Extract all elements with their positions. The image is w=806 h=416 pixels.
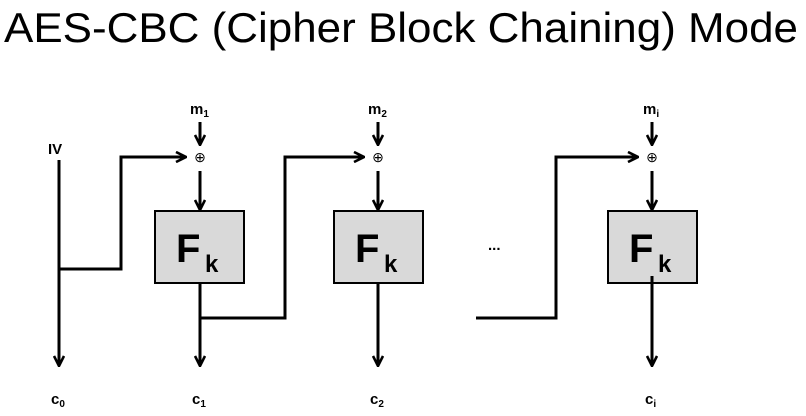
iv-label: IV (48, 141, 62, 158)
block2-func: F (355, 227, 379, 271)
c1-to-xor2-arrow (200, 157, 364, 320)
m2-label: m2 (368, 101, 387, 120)
xor-2-icon: ⊕ (372, 149, 384, 165)
ci-label: ci (645, 391, 656, 410)
blocki-func-sub: k (658, 251, 672, 278)
xor-1-icon: ⊕ (194, 149, 206, 165)
ellipsis: ... (488, 237, 501, 254)
c0-label: c0 (51, 391, 65, 410)
c2-label: c2 (370, 391, 384, 410)
blocki-func: F (629, 227, 653, 271)
iv-to-xor1-arrow (59, 157, 186, 271)
block1-func-sub: k (205, 251, 219, 278)
block2-func-sub: k (384, 251, 398, 278)
c1-label: c1 (192, 391, 206, 410)
block1-func: F (176, 227, 200, 271)
m1-label: m1 (190, 101, 209, 120)
block-1 (154, 210, 245, 284)
block-2 (333, 210, 424, 284)
diagram-title: AES-CBC (Cipher Block Chaining) Mode (4, 4, 798, 51)
prev-to-xori-arrow (476, 157, 638, 320)
mi-label: mi (643, 101, 659, 120)
connections (59, 122, 652, 366)
xor-i-icon: ⊕ (646, 149, 658, 165)
